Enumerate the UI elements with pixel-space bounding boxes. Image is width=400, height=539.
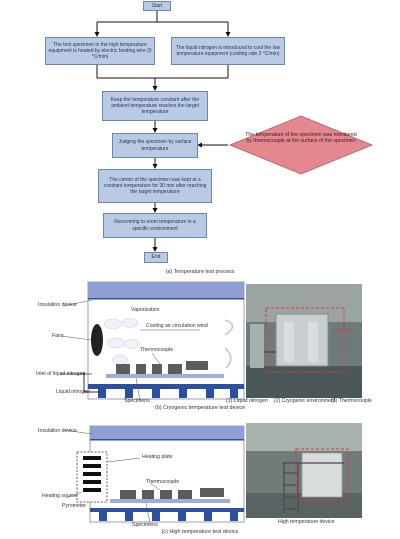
cryo-specimens-label: Specimens [124, 398, 150, 404]
pyrometer-label: Pyrometer [62, 503, 86, 509]
heating-plate-label: Heating plate [142, 454, 173, 460]
vaporization-label: Vaporization [131, 307, 160, 313]
high-thermocouple-label: Thermocouple [146, 479, 180, 485]
cryogenic-photo [246, 284, 362, 398]
cryo-fans-label: Fans [52, 333, 64, 339]
keep-constant-box: Keep the temperature constant after the … [102, 91, 208, 121]
judging-box: Judging the specimen by surface temperat… [112, 133, 198, 158]
photo-label-3: (3) Thermocouple [331, 398, 372, 404]
high-temp-heating-box: The test specimen in the high temperatur… [45, 37, 155, 65]
high-photo-label: High temperature device [278, 519, 335, 525]
high-insulation-label: Insulation device [38, 428, 77, 434]
end-node: End [144, 252, 168, 263]
photo-label-1: (1) Liquid nitrogen [226, 398, 268, 404]
caption-c: (c) High temperature test device [161, 529, 239, 535]
heating-source-label: Heating source [42, 493, 77, 499]
liquid-nitrogen-cooling-box: The liquid nitrogen is introduced to coo… [171, 37, 285, 65]
photo-label-2: (2) Cryogenic environment [274, 398, 336, 404]
inlet-label: Inlet of liquid nitrogen [36, 371, 86, 377]
cryo-thermocouple-label: Thermocouple [140, 347, 174, 353]
high-temp-photo [246, 423, 362, 518]
diamond-text: The temperature of the specimen was moni… [245, 132, 357, 145]
caption-b: (b) Cryogenic temperature test device [154, 405, 246, 411]
constant-30min-box: The center of the specimen was kept at a… [98, 169, 212, 203]
decision-diamond [228, 115, 374, 175]
caption-a: (a) Temperature test process [165, 269, 235, 275]
cooling-air-label: Cooling air circulation wind [146, 323, 208, 329]
start-node: Start [143, 1, 171, 11]
high-specimens-label: Specimens [132, 522, 158, 528]
cryo-insulation-label: Insulation device [38, 302, 77, 308]
liquid-nitrogen-label: Liquid nitrogen [56, 389, 91, 395]
restore-room-temp-box: Recovering to room temperature in a spec… [103, 213, 207, 238]
